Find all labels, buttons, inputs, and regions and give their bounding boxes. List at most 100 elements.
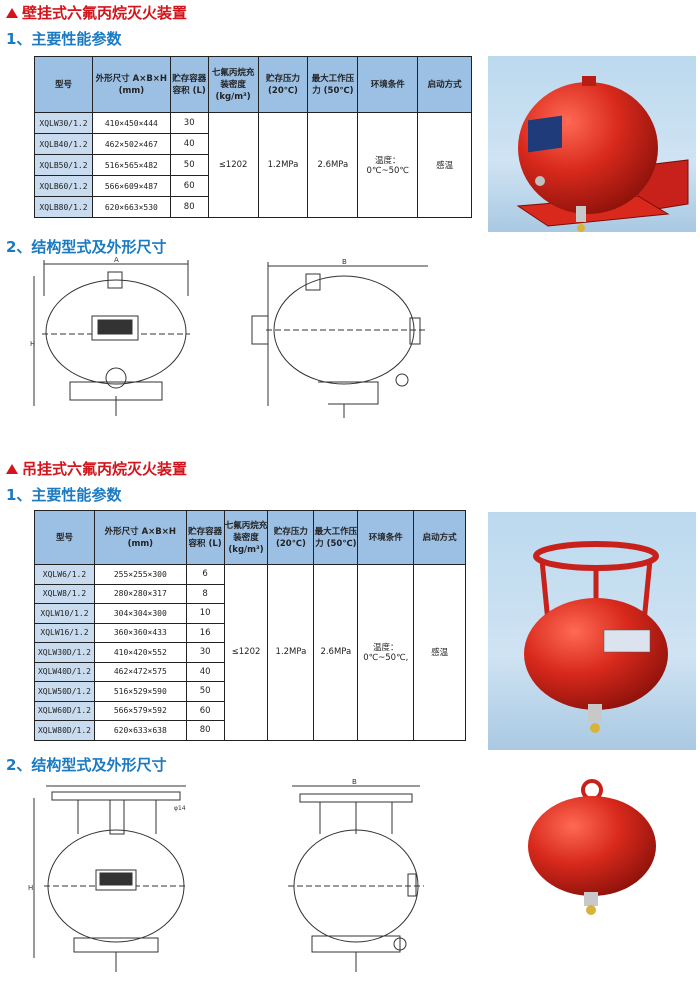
header-volume: 贮存容器容积 (L) <box>169 56 209 113</box>
dim-label-phi: φ14 <box>174 805 186 812</box>
header-dims: 外形尺寸 A×B×H (mm) <box>93 510 187 565</box>
wall-extinguisher-image <box>516 76 689 232</box>
cell-volume: 60 <box>185 700 225 721</box>
cell-pressure: 1.2MPa <box>267 564 315 741</box>
header-start: 启动方式 <box>413 510 466 565</box>
header-start: 启动方式 <box>417 56 472 113</box>
header-pressure: 贮存压力 (20℃) <box>257 56 309 113</box>
hang-extinguisher-image <box>524 541 668 733</box>
table-row: XQLB80/1.2 620×663×530 80 <box>34 196 472 218</box>
cell-volume: 30 <box>185 642 225 663</box>
header-max-pressure: 最大工作压力 (50℃) <box>307 56 359 113</box>
subtitle-structure-wall: 2、结构型式及外形尺寸 <box>6 238 167 256</box>
header-dims: 外形尺寸 A×B×H (mm) <box>91 56 171 113</box>
header-env: 环境条件 <box>357 56 419 113</box>
table-row: XQLB60/1.2 566×609×487 60 <box>34 175 472 197</box>
header-max-pressure: 最大工作压力 (50℃) <box>313 510 359 565</box>
cell-max-pressure: 2.6MPa <box>307 112 359 218</box>
section-title-hang: 吊挂式六氟丙烷灭火装置 <box>6 458 187 479</box>
cell-volume: 50 <box>185 681 225 702</box>
hang-front-drawing: φ14 H <box>28 785 188 972</box>
header-model: 型号 <box>34 56 93 113</box>
cell-dims: 462×472×575 <box>93 661 187 682</box>
cell-volume: 8 <box>185 583 225 604</box>
cell-dims: 516×565×482 <box>91 154 171 176</box>
spec-table-wall: 型号 外形尺寸 A×B×H (mm) 贮存容器容积 (L) 七氟丙烷充装密度 (… <box>34 56 472 218</box>
cell-model: XQLB50/1.2 <box>34 154 93 176</box>
cell-model: XQLW50D/1.2 <box>34 681 95 702</box>
cell-volume: 40 <box>185 661 225 682</box>
cell-dims: 620×663×530 <box>91 196 171 218</box>
cell-model: XQLW40D/1.2 <box>34 661 95 682</box>
env-line-2: 0℃~50℃, <box>363 653 409 664</box>
cell-model: XQLW6/1.2 <box>34 564 95 585</box>
cell-density: ≤1202 <box>223 564 269 741</box>
header-volume: 贮存容器容积 (L) <box>185 510 225 565</box>
cell-model: XQLB40/1.2 <box>34 133 93 155</box>
wall-side-drawing: B <box>251 258 428 418</box>
cell-env: 温度：0℃~50℃ <box>357 112 419 218</box>
env-line-1: 温度： <box>375 156 401 166</box>
cell-dims: 566×609×487 <box>91 175 171 197</box>
header-env: 环境条件 <box>357 510 415 565</box>
hang-small-extinguisher-image <box>528 779 656 915</box>
cell-model: XQLW10/1.2 <box>34 603 95 624</box>
cell-dims: 280×280×317 <box>93 583 187 604</box>
table-row: XQLW6/1.2 255×255×300 6 ≤1202 1.2MPa 2.6… <box>34 564 466 741</box>
cell-dims: 516×529×590 <box>93 681 187 702</box>
cell-dims: 360×360×433 <box>93 622 187 643</box>
cell-volume: 30 <box>169 112 209 134</box>
cell-dims: 255×255×300 <box>93 564 187 585</box>
cell-dims: 566×579×592 <box>93 700 187 721</box>
header-pressure: 贮存压力 (20℃) <box>267 510 315 565</box>
cell-density: ≤1202 <box>207 112 259 218</box>
cell-model: XQLW80D/1.2 <box>34 720 95 741</box>
spec-table-hang: 型号 外形尺寸 A×B×H (mm) 贮存容器容积 (L) 七氟丙烷充装密度 (… <box>34 510 466 741</box>
cell-max-pressure: 2.6MPa <box>313 564 359 741</box>
table-row: XQLB50/1.2 516×565×482 50 <box>34 154 472 176</box>
cell-volume: 40 <box>169 133 209 155</box>
cell-volume: 50 <box>169 154 209 176</box>
section-title-wall: 壁挂式六氟丙烷灭火装置 <box>6 2 187 23</box>
header-density: 七氟丙烷充装密度 (kg/m³) <box>223 510 269 565</box>
table-header-row: 型号 外形尺寸 A×B×H (mm) 贮存容器容积 (L) 七氟丙烷充装密度 (… <box>34 56 472 113</box>
hang-side-drawing: B <box>288 778 424 972</box>
triangle-marker-icon <box>6 7 18 18</box>
env-line-2: 0℃~50℃ <box>366 166 409 176</box>
dim-label-h: H <box>28 884 33 892</box>
product-photo-wall <box>488 56 696 232</box>
subtitle-structure-hang: 2、结构型式及外形尺寸 <box>6 756 167 774</box>
cell-model: XQLB60/1.2 <box>34 175 93 197</box>
section-title-text: 壁挂式六氟丙烷灭火装置 <box>22 4 188 22</box>
cell-volume: 10 <box>185 603 225 624</box>
dim-label-b: B <box>342 258 347 266</box>
triangle-marker-icon <box>6 463 18 474</box>
cell-dims: 462×502×467 <box>91 133 171 155</box>
cell-volume: 60 <box>169 175 209 197</box>
subtitle-params-wall: 1、主要性能参数 <box>6 30 122 48</box>
table-header-row: 型号 外形尺寸 A×B×H (mm) 贮存容器容积 (L) 七氟丙烷充装密度 (… <box>34 510 466 565</box>
cell-model: XQLW8/1.2 <box>34 583 95 604</box>
cell-dims: 304×304×300 <box>93 603 187 624</box>
product-photo-hang <box>488 512 696 750</box>
cell-start: 感温 <box>417 112 472 218</box>
section-title-text: 吊挂式六氟丙烷灭火装置 <box>22 460 188 478</box>
cell-dims: 620×633×638 <box>93 720 187 741</box>
header-model: 型号 <box>34 510 95 565</box>
cell-volume: 6 <box>185 564 225 585</box>
cell-volume: 80 <box>185 720 225 741</box>
cell-volume: 80 <box>169 196 209 218</box>
cell-dims: 410×420×552 <box>93 642 187 663</box>
cell-env: 温度：0℃~50℃, <box>357 564 415 741</box>
cell-start: 感温 <box>413 564 466 741</box>
subtitle-params-hang: 1、主要性能参数 <box>6 486 122 504</box>
header-density: 七氟丙烷充装密度 (kg/m³) <box>207 56 259 113</box>
env-line-1: 温度： <box>373 643 399 654</box>
cell-volume: 16 <box>185 622 225 643</box>
cell-model: XQLW30D/1.2 <box>34 642 95 663</box>
cell-dims: 410×450×444 <box>91 112 171 134</box>
table-row: XQLW30/1.2 410×450×444 30 ≤1202 1.2MPa 2… <box>34 112 472 218</box>
